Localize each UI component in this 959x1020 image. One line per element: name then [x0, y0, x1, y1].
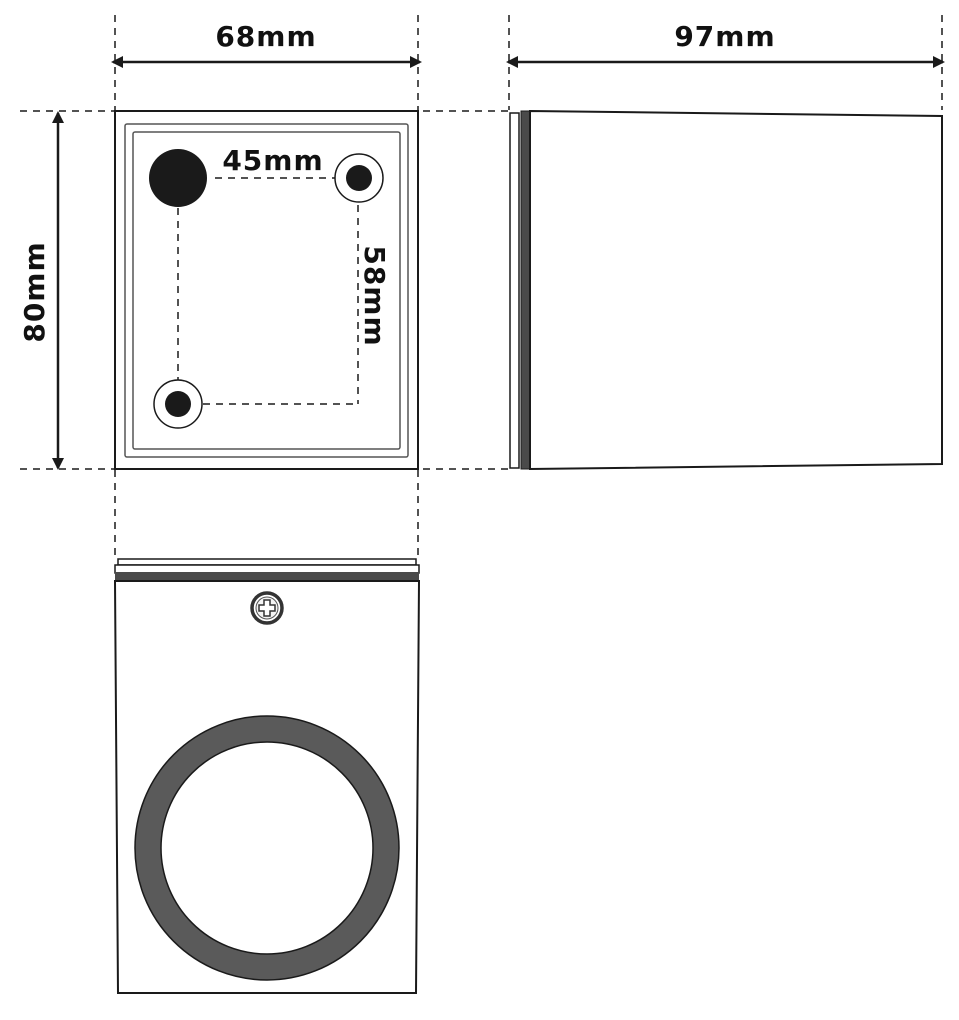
bottom-view	[113, 558, 421, 994]
side-view	[509, 109, 943, 471]
phillips-screw-icon	[250, 591, 284, 625]
depth-label: 97mm	[674, 20, 775, 53]
width-label: 68mm	[215, 20, 316, 53]
lens-ring-icon	[134, 715, 400, 981]
height-label: 80mm	[18, 241, 51, 342]
depth-dimension: 97mm	[506, 20, 945, 68]
front-view: 45mm 58mm	[114, 110, 419, 470]
width-dimension: 68mm	[111, 20, 422, 68]
height-dimension: 80mm	[18, 111, 64, 470]
hole-spacing-vertical-label: 58mm	[358, 245, 391, 346]
mounting-hole-top-right-icon	[334, 153, 384, 203]
cable-entry-hole-icon	[149, 149, 207, 207]
extension-lines	[20, 15, 943, 555]
hole-spacing-horizontal-label: 45mm	[222, 144, 323, 177]
mounting-hole-bottom-left-icon	[153, 379, 203, 429]
